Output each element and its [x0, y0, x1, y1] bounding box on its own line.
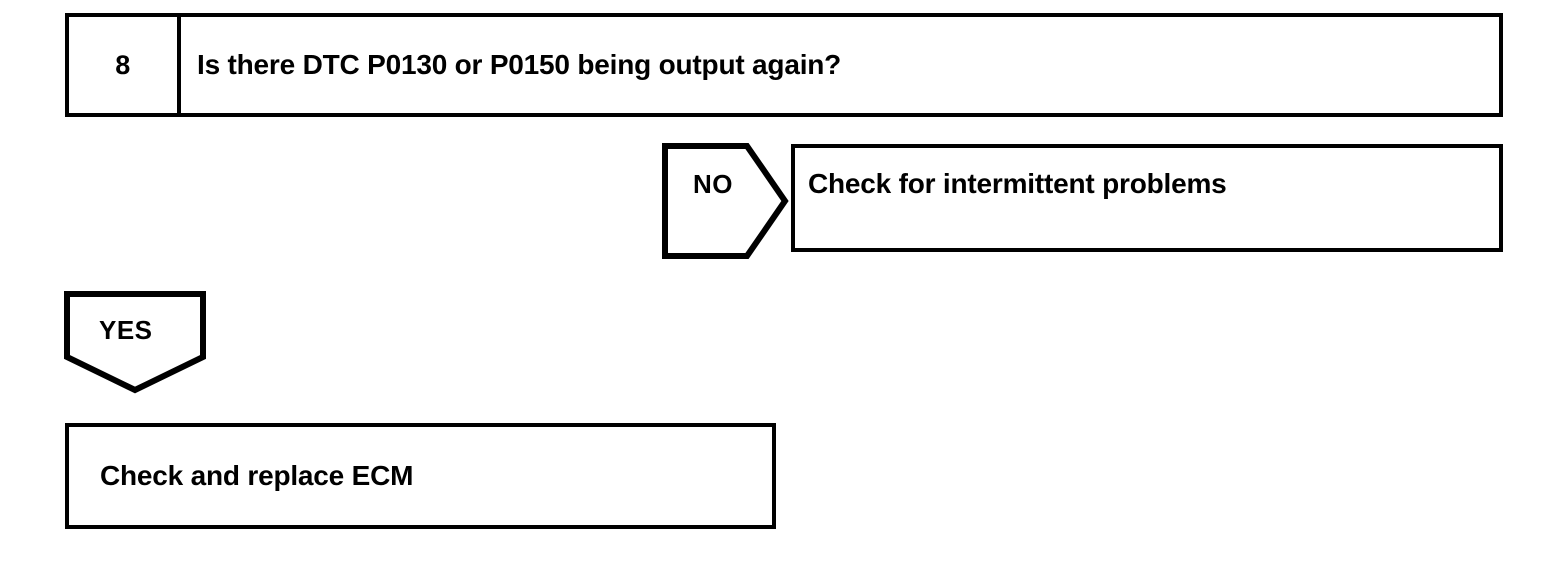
branch-label-no: NO	[693, 169, 733, 199]
outcome-text-ecm: Check and replace ECM	[100, 460, 414, 491]
branch-label-yes: YES	[99, 315, 153, 345]
outcome-box-ecm: Check and replace ECM	[65, 423, 776, 529]
step-number: 8	[115, 49, 131, 80]
step-number-cell: 8	[69, 17, 181, 113]
arrow-down-icon	[64, 291, 206, 394]
branch-arrow-yes: YES	[64, 291, 206, 394]
step-question-cell: Is there DTC P0130 or P0150 being output…	[181, 17, 1499, 113]
outcome-box-intermittent: Check for intermittent problems	[791, 144, 1503, 252]
step-question-text: Is there DTC P0130 or P0150 being output…	[197, 49, 842, 80]
branch-arrow-no: NO	[662, 143, 789, 259]
outcome-text-intermittent: Check for intermittent problems	[808, 168, 1227, 199]
step-row: 8 Is there DTC P0130 or P0150 being outp…	[65, 13, 1503, 117]
arrow-right-icon	[662, 143, 789, 259]
